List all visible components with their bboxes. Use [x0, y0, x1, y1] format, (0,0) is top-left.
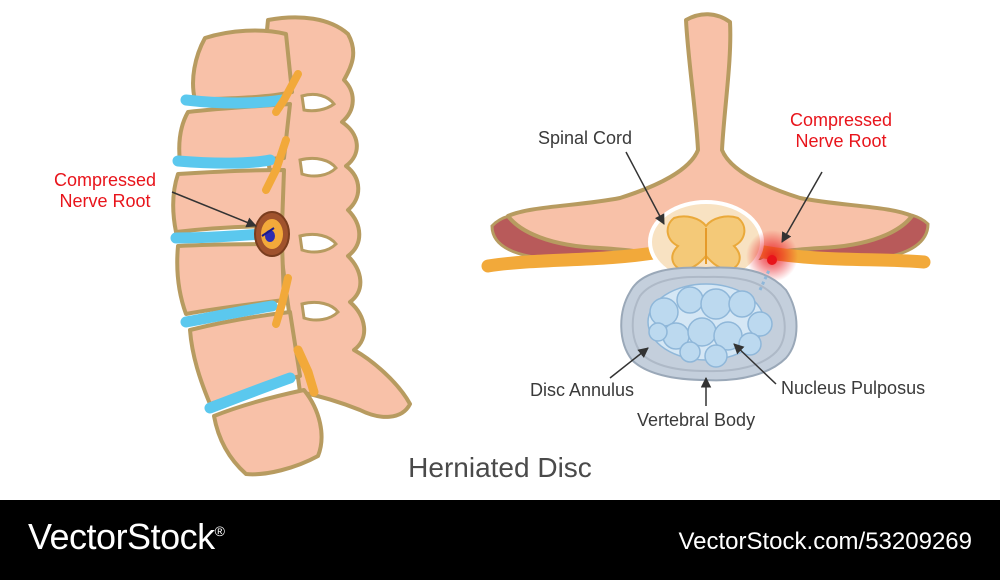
spine-cross-section — [481, 12, 931, 406]
compression-point — [767, 255, 777, 265]
watermark-bar — [0, 500, 1000, 580]
disc-2 — [172, 154, 276, 169]
label-compressed-nerve-root-left: Compressed Nerve Root — [40, 170, 170, 212]
nerve-root-4 — [272, 274, 292, 328]
label-spinal-cord: Spinal Cord — [538, 128, 633, 148]
pointer-disc-annulus — [609, 347, 649, 379]
label-compressed-nerve-root-right: Compressed Nerve Root — [774, 110, 908, 152]
stock-id: VectorStock.com/53209269 — [678, 528, 972, 555]
nerve-root-5 — [293, 345, 319, 397]
label-compressed-left-line1: Compressed — [53, 170, 157, 190]
vertebra-4 — [175, 242, 286, 316]
anatomy-illustration — [170, 12, 931, 477]
pointer-left-compressed — [171, 191, 257, 228]
label-vertebral-body: Vertebral Body — [637, 410, 756, 430]
posterior-elements — [258, 15, 412, 419]
registered-mark: ® — [214, 523, 225, 539]
nerve-root-1 — [272, 70, 302, 116]
label-compressed-left-line2: Nerve Root — [59, 191, 151, 211]
label-compressed-right-line2: Nerve Root — [795, 131, 887, 151]
vertebra-6 — [212, 388, 324, 477]
disc-5 — [204, 372, 296, 414]
disc-4 — [180, 300, 278, 328]
label-disc-annulus: Disc Annulus — [530, 380, 635, 400]
label-nucleus-pulposus: Nucleus Pulposus — [781, 378, 926, 398]
disc-1 — [180, 94, 288, 109]
label-compressed-right-line1: Compressed — [789, 110, 893, 130]
pointer-right-compressed — [781, 171, 823, 243]
nerve-root-left — [481, 245, 667, 273]
diagram-title: Herniated Disc — [408, 452, 592, 483]
vertebra-1 — [191, 28, 294, 102]
brand-name: VectorStock — [28, 516, 215, 557]
spine-side-view — [170, 15, 412, 477]
pointer-nucleus-pulposus — [733, 343, 777, 385]
vectorstock-logo: VectorStock® — [28, 516, 225, 558]
disc-3 — [170, 228, 268, 244]
nucleus-pulposus-shape — [647, 283, 773, 368]
pointer-spinal-cord — [625, 151, 665, 225]
nerve-root-2 — [262, 136, 290, 194]
